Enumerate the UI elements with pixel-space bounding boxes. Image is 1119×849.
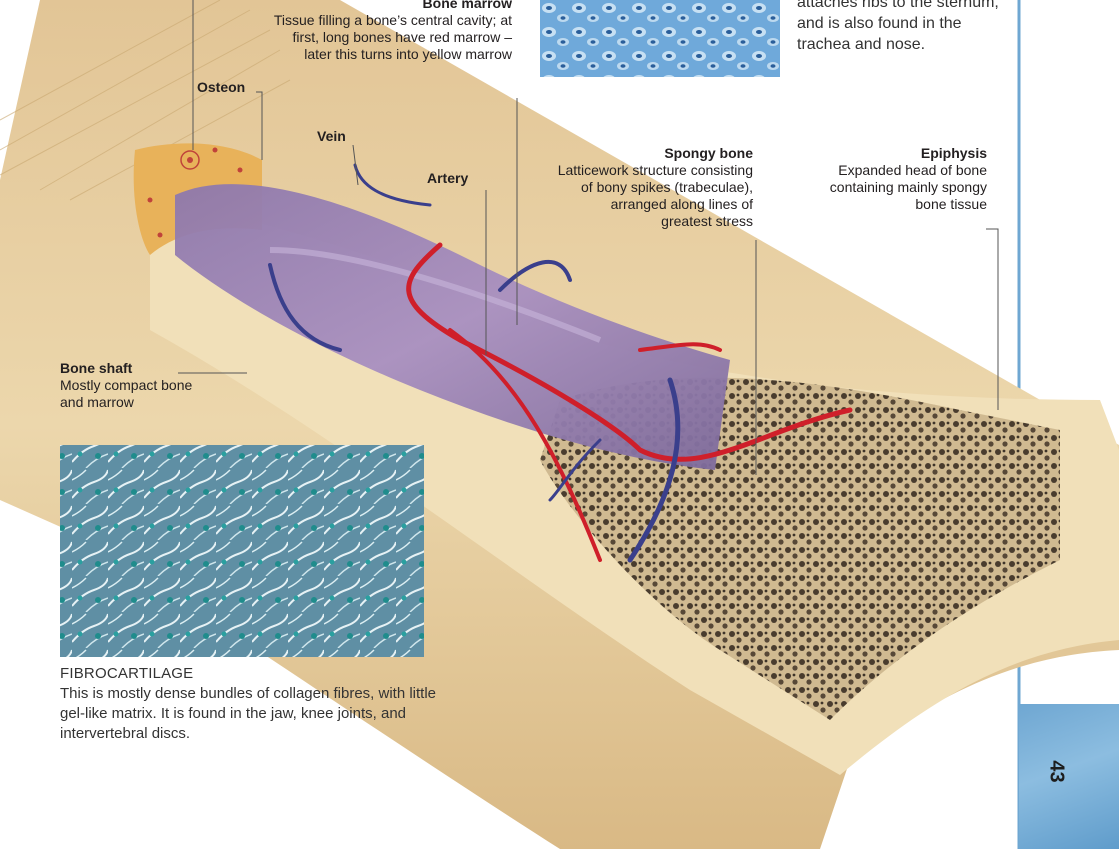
bone-shaft-desc: Mostly compact bone and marrow	[60, 377, 192, 410]
spongy-bone-desc: Latticework structure consisting of bony…	[558, 162, 753, 229]
fibrocartilage-micrograph	[60, 445, 424, 657]
bone-marrow-label: Bone marrow Tissue filling a bone’s cent…	[272, 0, 512, 63]
osteon-label: Osteon	[197, 79, 245, 96]
bone-shaft-title: Bone shaft	[60, 360, 200, 377]
hyaline-cartilage-micrograph	[540, 0, 780, 77]
fibrocartilage-caption: FIBROCARTILAGE This is mostly dense bund…	[60, 664, 460, 744]
spongy-bone-label: Spongy bone Latticework structure consis…	[557, 145, 753, 230]
epiphysis-label: Epiphysis Expanded head of bone containi…	[797, 145, 987, 213]
bone-marrow-desc: Tissue filling a bone’s central cavity; …	[274, 12, 512, 62]
fibrocartilage-body: This is mostly dense bundles of collagen…	[60, 685, 436, 742]
artery-title: Artery	[427, 170, 468, 187]
fibrocartilage-title: FIBROCARTILAGE	[60, 664, 460, 684]
vein-label: Vein	[317, 128, 346, 145]
artery-label: Artery	[427, 170, 468, 187]
page-number-tab: 43	[1019, 704, 1119, 849]
cartilage-caption-text: attaches ribs to the sternum, and is als…	[797, 0, 999, 53]
cartilage-caption-continued: attaches ribs to the sternum, and is als…	[797, 0, 1007, 55]
spongy-bone-title: Spongy bone	[557, 145, 753, 162]
osteon-title: Osteon	[197, 79, 245, 96]
epiphysis-desc: Expanded head of bone containing mainly …	[830, 162, 987, 212]
bone-shaft-label: Bone shaft Mostly compact bone and marro…	[60, 360, 200, 411]
page-number: 43	[1045, 760, 1068, 782]
bone-marrow-title: Bone marrow	[272, 0, 512, 12]
epiphysis-title: Epiphysis	[797, 145, 987, 162]
vein-title: Vein	[317, 128, 346, 145]
